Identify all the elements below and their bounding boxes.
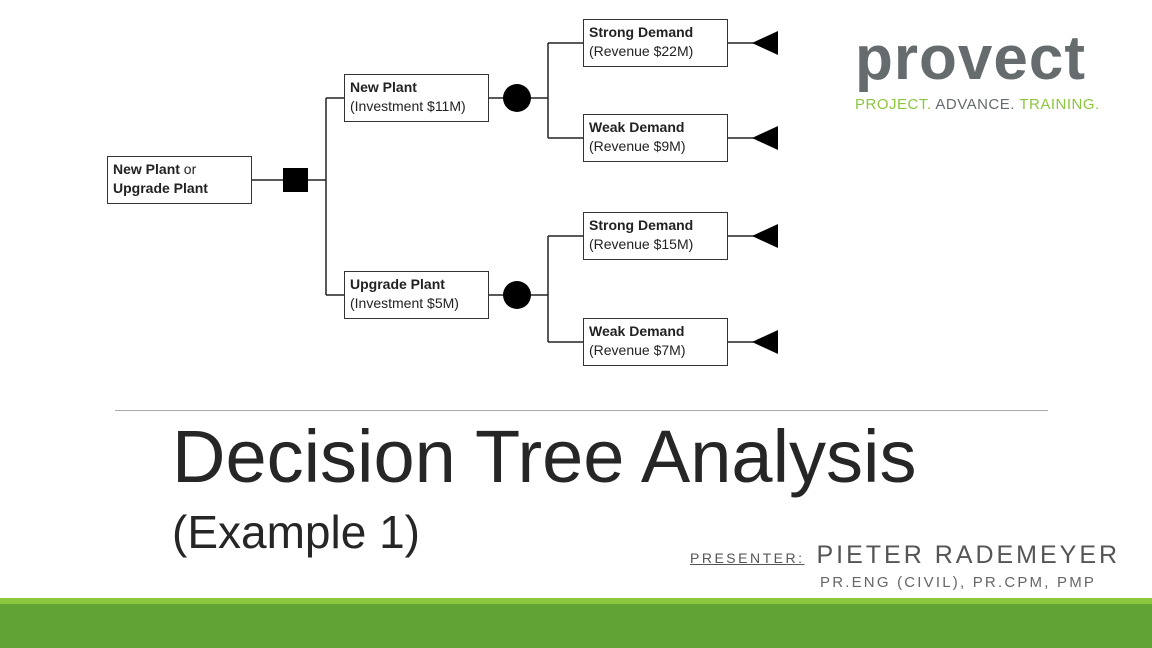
- end-node-triangle-icon: [752, 330, 778, 354]
- option-detail: (Investment $11M): [350, 98, 466, 114]
- outcome-detail: (Revenue $22M): [589, 43, 694, 59]
- end-node-triangle-icon: [752, 31, 778, 55]
- end-node-triangle-icon: [752, 224, 778, 248]
- option-title: Upgrade Plant: [350, 276, 445, 292]
- outcome-detail: (Revenue $15M): [589, 236, 694, 252]
- option-title: New Plant: [350, 79, 417, 95]
- option-box-upgrade-plant: Upgrade Plant (Investment $5M): [344, 271, 489, 319]
- chance-node-circle-icon: [503, 281, 531, 309]
- tagline-project: PROJECT.: [855, 96, 932, 113]
- option-detail: (Investment $5M): [350, 295, 459, 311]
- root-label-rest: or: [179, 161, 197, 177]
- outcome-box: Weak Demand (Revenue $9M): [583, 114, 728, 162]
- option-box-new-plant: New Plant (Investment $11M): [344, 74, 489, 122]
- presenter-credentials: PR.ENG (CIVIL), PR.CPM, PMP: [820, 574, 1097, 591]
- root-decision-box: New Plant or Upgrade Plant: [107, 156, 252, 204]
- outcome-title: Strong Demand: [589, 217, 694, 233]
- root-label-bold: New Plant: [113, 161, 180, 177]
- slide-title: Decision Tree Analysis: [172, 415, 917, 498]
- slide-subtitle: (Example 1): [172, 506, 420, 558]
- decision-node-square-icon: [283, 168, 308, 192]
- logo-wordmark: provect: [855, 24, 1086, 93]
- end-node-triangle-icon: [752, 126, 778, 150]
- presenter-row: PRESENTER: PIETER RADEMEYER: [690, 540, 1120, 570]
- tagline-training: TRAINING.: [1019, 96, 1100, 113]
- outcome-detail: (Revenue $7M): [589, 342, 686, 358]
- footer-band-highlight: [0, 598, 1152, 604]
- logo-tagline: PROJECT. ADVANCE. TRAINING.: [855, 96, 1100, 114]
- outcome-box: Strong Demand (Revenue $15M): [583, 212, 728, 260]
- root-label-line2: Upgrade Plant: [113, 180, 208, 196]
- presenter-label: PRESENTER:: [690, 550, 805, 566]
- tagline-advance: ADVANCE.: [931, 96, 1020, 113]
- outcome-title: Weak Demand: [589, 323, 685, 339]
- provect-logo: provect PROJECT. ADVANCE. TRAINING.: [855, 24, 1100, 114]
- footer-band: [0, 604, 1152, 648]
- chance-node-circle-icon: [503, 84, 531, 112]
- presenter-name: PIETER RADEMEYER: [816, 541, 1121, 569]
- outcome-box: Strong Demand (Revenue $22M): [583, 19, 728, 67]
- outcome-title: Strong Demand: [589, 24, 694, 40]
- outcome-title: Weak Demand: [589, 119, 685, 135]
- decision-tree-connectors: [251, 31, 778, 354]
- divider: [115, 410, 1048, 411]
- outcome-detail: (Revenue $9M): [589, 138, 686, 154]
- outcome-box: Weak Demand (Revenue $7M): [583, 318, 728, 366]
